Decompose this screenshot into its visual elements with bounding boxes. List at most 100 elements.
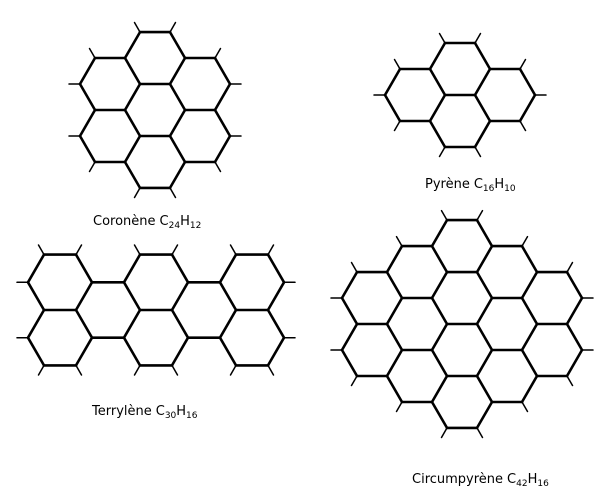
coronene-hydrogen-3: [133, 187, 141, 199]
circumpyrene-formula-c-count: 42: [516, 479, 527, 489]
terrylene-structure: [16, 244, 296, 376]
circumpyrene-bond-18: [430, 400, 449, 430]
terrylene-formula-h: H: [176, 404, 186, 419]
circumpyrene-hydrogen-0: [440, 209, 448, 221]
terrylene-hydrogen-2: [75, 244, 83, 256]
pyrene-hydrogen-6: [438, 32, 446, 44]
terrylene-hydrogen-8: [171, 364, 179, 376]
pyrene-bond-2: [383, 93, 402, 123]
circumpyrene-hydrogen-9: [350, 261, 358, 273]
coronene-bond-11: [168, 160, 187, 190]
terrylene-formula-c: C: [156, 404, 165, 419]
circumpyrene-bond-20: [475, 374, 494, 404]
terrylene-hydrogen-7: [171, 244, 179, 256]
circumpyrene-hydrogen-13: [566, 261, 574, 273]
circumpyrene-structure: [330, 209, 594, 439]
terrylene-bond-17: [122, 253, 142, 284]
terrylene-hydrogen-6: [133, 244, 141, 256]
coronene-formula-h: H: [180, 214, 190, 229]
coronene-hydrogen-2: [169, 187, 177, 199]
circumpyrene-hydrogen-7: [521, 401, 529, 413]
terrylene-bond-15: [170, 280, 190, 312]
terrylene-hydrogen-9: [133, 364, 141, 376]
circumpyrene-bond-6: [475, 296, 494, 326]
coronene-hydrogen-0: [133, 21, 141, 33]
coronene-bond-5: [168, 82, 187, 112]
pyrene-formula-c: C: [474, 177, 483, 192]
coronene-bond-28: [78, 134, 97, 164]
circumpyrene-bond-26: [385, 322, 404, 352]
pyrene-bond-6: [518, 93, 537, 123]
pyrene-hydrogen-7: [474, 32, 482, 44]
pyrene-hydrogen-0: [393, 120, 401, 132]
terrylene-bond-32: [266, 253, 286, 284]
coronene-structure: [68, 21, 242, 199]
terrylene-bond-8: [26, 336, 46, 367]
terrylene-bond-24: [218, 308, 238, 340]
circumpyrene-bond-19: [430, 374, 449, 404]
terrylene-hydrogen-4: [37, 364, 45, 376]
circumpyrene-bond-48: [565, 296, 584, 326]
circumpyrene-bond-42: [340, 296, 359, 326]
circumpyrene-bond-2: [430, 244, 449, 274]
circumpyrene-bond-52: [565, 348, 584, 378]
terrylene-bond-10: [74, 308, 94, 340]
circumpyrene-bond-22: [385, 270, 404, 300]
circumpyrene-bond-0: [475, 244, 494, 274]
pyrene-bond-13: [428, 41, 447, 71]
coronene-bond-29: [78, 108, 97, 138]
coronene-hydrogen-7: [214, 161, 222, 173]
terrylene-hydrogen-15: [229, 364, 237, 376]
circumpyrene-bond-8: [430, 296, 449, 326]
circumpyrene-formula-c: C: [507, 472, 516, 487]
terrylene-hydrogen-14: [267, 364, 275, 376]
terrylene-bond-27: [218, 280, 238, 312]
coronene-formula-c: C: [160, 214, 169, 229]
circumpyrene-formula-h-count: 16: [537, 479, 549, 489]
terrylene-bond-30: [218, 253, 238, 284]
pyrene-name: Pyrène: [425, 177, 470, 192]
pyrene-hydrogen-2: [393, 58, 401, 70]
coronene-bond-15: [168, 134, 187, 164]
terrylene-hydrogen-1: [37, 244, 45, 256]
coronene-bond-10: [168, 30, 187, 60]
circumpyrene-bond-34: [520, 244, 539, 274]
terrylene-hydrogen-3: [75, 364, 83, 376]
circumpyrene-bond-47: [340, 322, 359, 352]
terrylene-hydrogen-12: [267, 244, 275, 256]
circumpyrene-bond-9: [430, 270, 449, 300]
circumpyrene-bond-3: [430, 218, 449, 248]
terrylene-bond-35: [218, 336, 238, 367]
circumpyrene-bond-46: [340, 348, 359, 378]
coronene-bond-2: [123, 108, 142, 138]
circumpyrene-bond-43: [340, 270, 359, 300]
circumpyrene-name: Circumpyrène: [412, 472, 503, 487]
circumpyrene-bond-51: [565, 270, 584, 300]
pyrene-hydrogen-8: [474, 146, 482, 158]
circumpyrene-bond-31: [520, 270, 539, 300]
coronene-hydrogen-1: [169, 21, 177, 33]
terrylene-bond-36: [266, 308, 286, 340]
pyrene-bond-5: [428, 67, 447, 97]
terrylene-bond-5: [74, 253, 94, 284]
coronene-formula-c-count: 24: [169, 221, 181, 231]
pyrene-bond-11: [518, 67, 537, 97]
coronene-hydrogen-5: [214, 47, 222, 59]
coronene-hydrogen-10: [88, 161, 96, 173]
circumpyrene-bond-11: [475, 348, 494, 378]
coronene-bond-3: [123, 82, 142, 112]
terrylene-formula-h-count: 16: [186, 411, 198, 421]
circumpyrene-hydrogen-5: [395, 401, 403, 413]
coronene-bond-8: [123, 30, 142, 60]
terrylene-hydrogen-11: [229, 244, 237, 256]
circumpyrene-bond-35: [520, 322, 539, 352]
pyrene-formula-h-count: 10: [504, 184, 516, 194]
